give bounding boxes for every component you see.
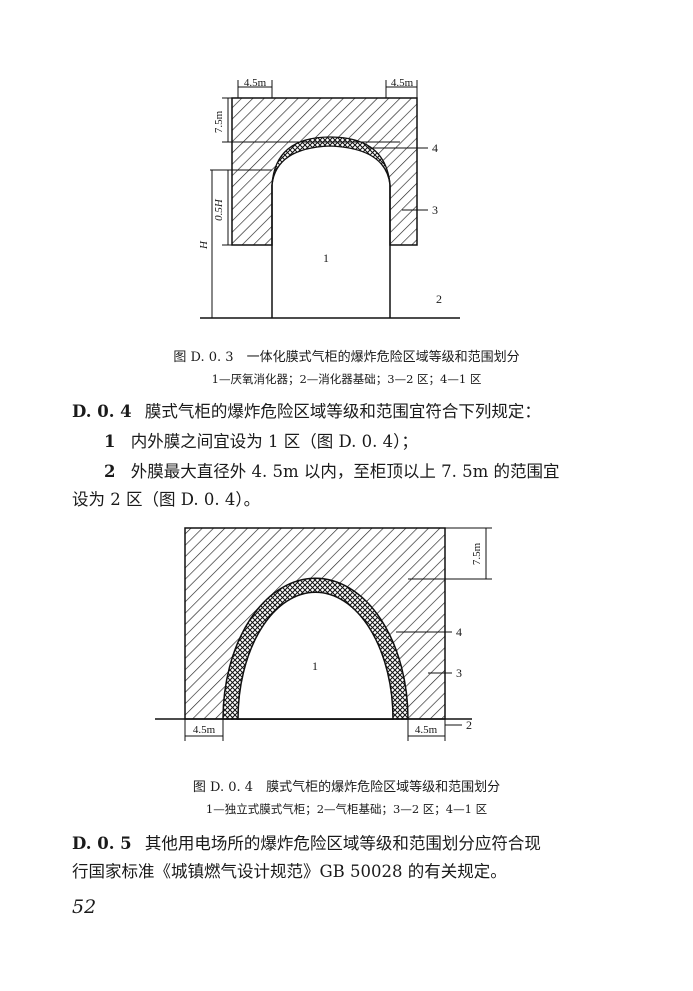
section-d05-text-line1: 其他用电场所的爆炸危险区域等级和范围划分应符合现 bbox=[144, 834, 541, 853]
figure-d04-legend: 1—独立式膜式气柜；2—气柜基础；3—2 区；4—1 区 bbox=[205, 802, 488, 816]
page-number: 52 bbox=[72, 896, 97, 918]
item2-text-line2: 设为 2 区（图 D. 0. 4）。 bbox=[72, 490, 261, 509]
figure-d04-caption: 图 D. 0. 4 膜式气柜的爆炸危险区域等级和范围划分 bbox=[192, 780, 501, 795]
section-d04-item2: 2 外膜最大直径外 4. 5m 以内，至柜顶以上 7. 5m 的范围宜 bbox=[104, 458, 559, 486]
section-d05-line1: D. 0. 5 其他用电场所的爆炸危险区域等级和范围划分应符合现 bbox=[72, 830, 541, 858]
section-d05-text-line2: 行国家标准《城镇燃气设计规范》GB 50028 的有关规定。 bbox=[72, 862, 507, 881]
d04-dim-right-width: 4.5m bbox=[415, 724, 438, 736]
d04-label-4: 4 bbox=[456, 625, 462, 639]
section-d04-text: 膜式气柜的爆炸危险区域等级和范围宜符合下列规定： bbox=[144, 402, 541, 421]
d03-label-4: 4 bbox=[432, 141, 438, 155]
d03-label-2: 2 bbox=[436, 292, 442, 306]
figure-d03-legend: 1—厌氧消化器；2—消化器基础；3—2 区；4—1 区 bbox=[211, 372, 482, 386]
section-d05-number: D. 0. 5 bbox=[72, 834, 132, 853]
d03-dim-h: H bbox=[198, 240, 210, 250]
item1-text: 内外膜之间宜设为 1 区（图 D. 0. 4）； bbox=[130, 432, 418, 451]
d04-label-2: 2 bbox=[466, 718, 472, 732]
section-d04-number: D. 0. 4 bbox=[72, 402, 132, 421]
section-d04-item1: 1 内外膜之间宜设为 1 区（图 D. 0. 4）； bbox=[104, 428, 418, 456]
gas-holder bbox=[237, 591, 394, 720]
d04-label-3: 3 bbox=[456, 666, 462, 680]
d04-label-1: 1 bbox=[312, 659, 318, 673]
item2-text-line1: 外膜最大直径外 4. 5m 以内，至柜顶以上 7. 5m 的范围宜 bbox=[130, 462, 560, 481]
d03-dim-half-h: 0.5H bbox=[213, 198, 225, 221]
d04-dim-top-height: 7.5m bbox=[471, 542, 483, 565]
d03-dim-right-width: 4.5m bbox=[391, 77, 414, 89]
item2-number: 2 bbox=[104, 462, 116, 481]
figure-d04: 7.5m 4.5m 4.5m 4 3 2 1 bbox=[155, 527, 492, 741]
figure-d03-caption: 图 D. 0. 3 一体化膜式气柜的爆炸危险区域等级和范围划分 bbox=[173, 350, 520, 365]
d03-dim-left-width: 4.5m bbox=[244, 77, 267, 89]
figure-d03: 4.5m 4.5m 7.5m 0.5H H 4 3 1 2 bbox=[198, 77, 460, 319]
d03-label-1: 1 bbox=[323, 251, 329, 265]
item1-number: 1 bbox=[104, 432, 116, 451]
d03-label-3: 3 bbox=[432, 203, 438, 217]
d03-dim-top-height: 7.5m bbox=[213, 110, 225, 133]
d04-dim-left-width: 4.5m bbox=[193, 724, 216, 736]
section-d04-heading: D. 0. 4 膜式气柜的爆炸危险区域等级和范围宜符合下列规定： bbox=[72, 398, 541, 426]
